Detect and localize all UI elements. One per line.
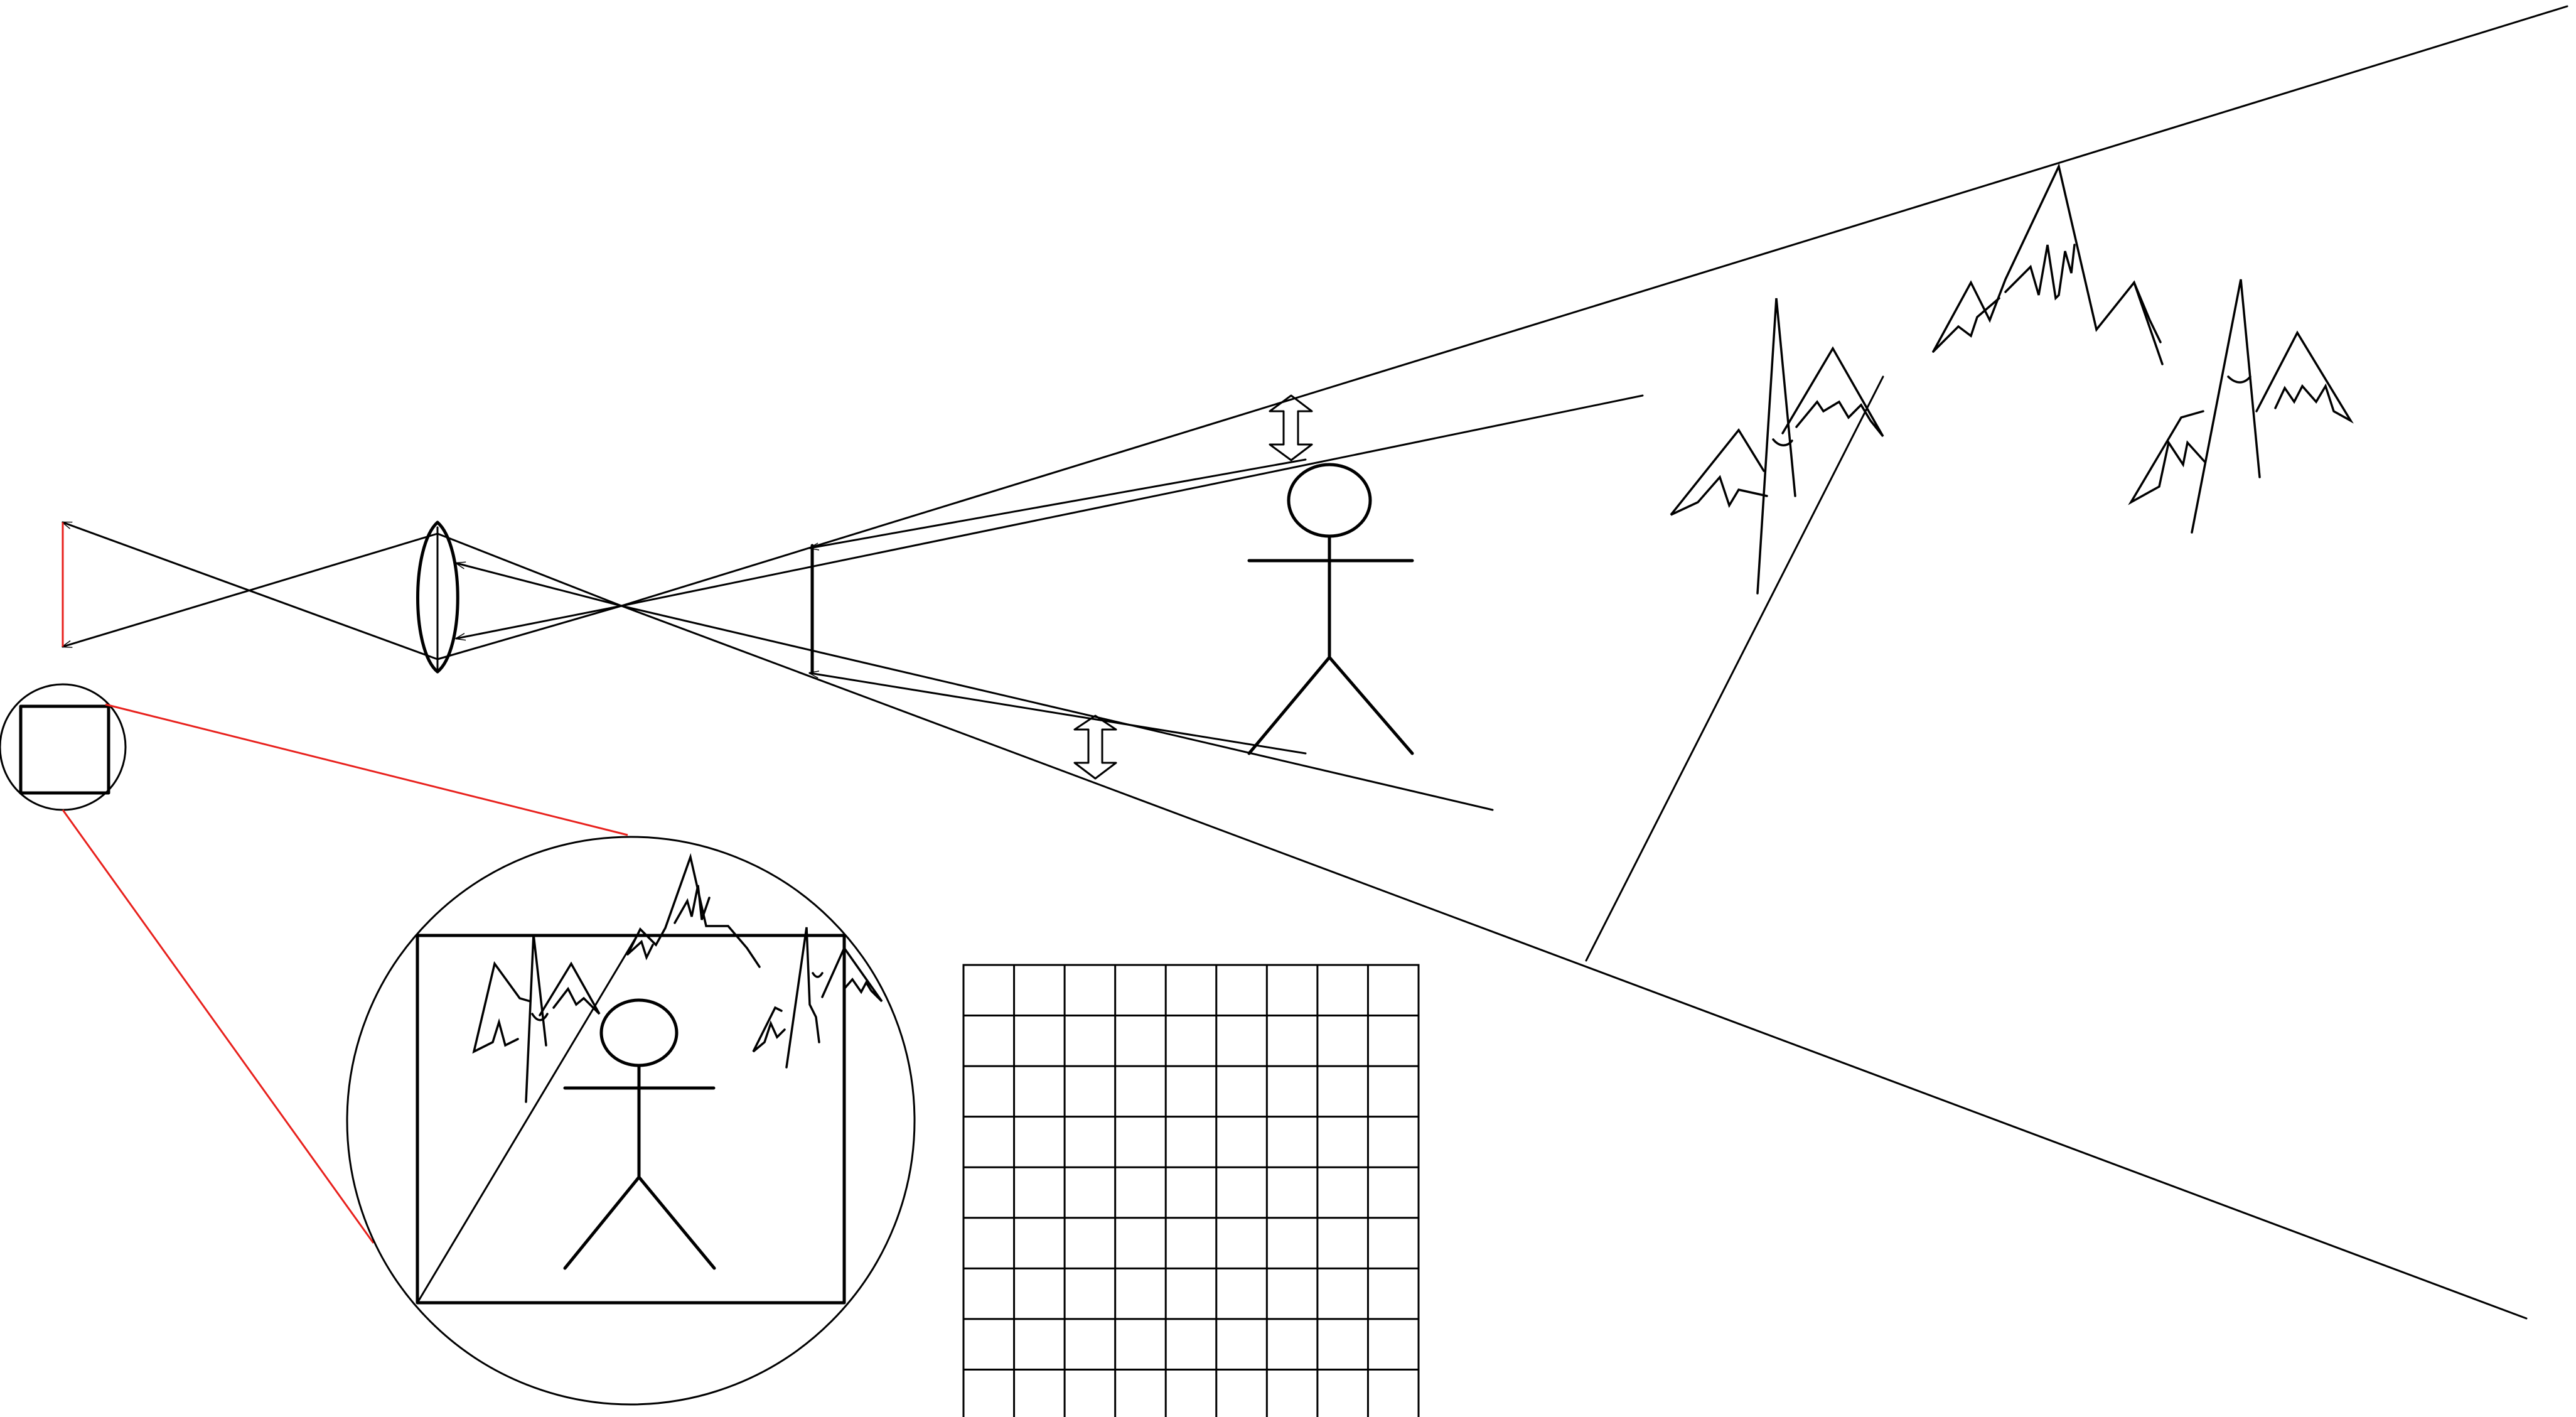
magnified-slope-line [416, 931, 640, 1304]
ray-to-plane-top [810, 458, 1307, 548]
mini-stick-figure-icon [563, 998, 716, 1270]
ray-lens-to-cross-top [456, 563, 623, 607]
grid-border [962, 964, 1420, 1417]
field-of-view-rays [620, 5, 2568, 1320]
double-arrow-icon [1269, 394, 1313, 461]
viewfinder-magnifier [0, 683, 628, 1244]
viewfinder-circle [0, 683, 127, 811]
pixel-grid [962, 964, 1420, 1417]
magnified-circle [346, 836, 916, 1406]
zoom-line-top [105, 703, 628, 836]
stick-figure-icon [1247, 463, 1414, 755]
image-plane-rays [810, 458, 1307, 755]
double-arrow-icon [1073, 714, 1117, 780]
ray-to-plane-bottom [810, 673, 1307, 755]
person-bottom-ray [620, 605, 1494, 811]
mountain-range-icon [1670, 163, 2354, 595]
magnified-view [346, 836, 916, 1406]
lower-view-ray [620, 605, 2528, 1320]
mini-mountain-range-icon [472, 853, 883, 1103]
zoom-line-bottom [62, 809, 375, 1244]
person-top-ray [620, 394, 1644, 607]
ground-slope-line [1585, 375, 1884, 962]
person-rays [620, 394, 1644, 811]
viewfinder-frame [19, 704, 110, 795]
lens-top-to-cross [436, 532, 623, 607]
lens-assembly [63, 520, 623, 674]
lens-bottom-to-cross [436, 605, 623, 660]
sensor-ray-bottom [63, 521, 439, 660]
magnified-frame [416, 934, 846, 1305]
ray-lens-to-cross-bottom [456, 605, 623, 638]
upper-view-ray [620, 5, 2568, 607]
